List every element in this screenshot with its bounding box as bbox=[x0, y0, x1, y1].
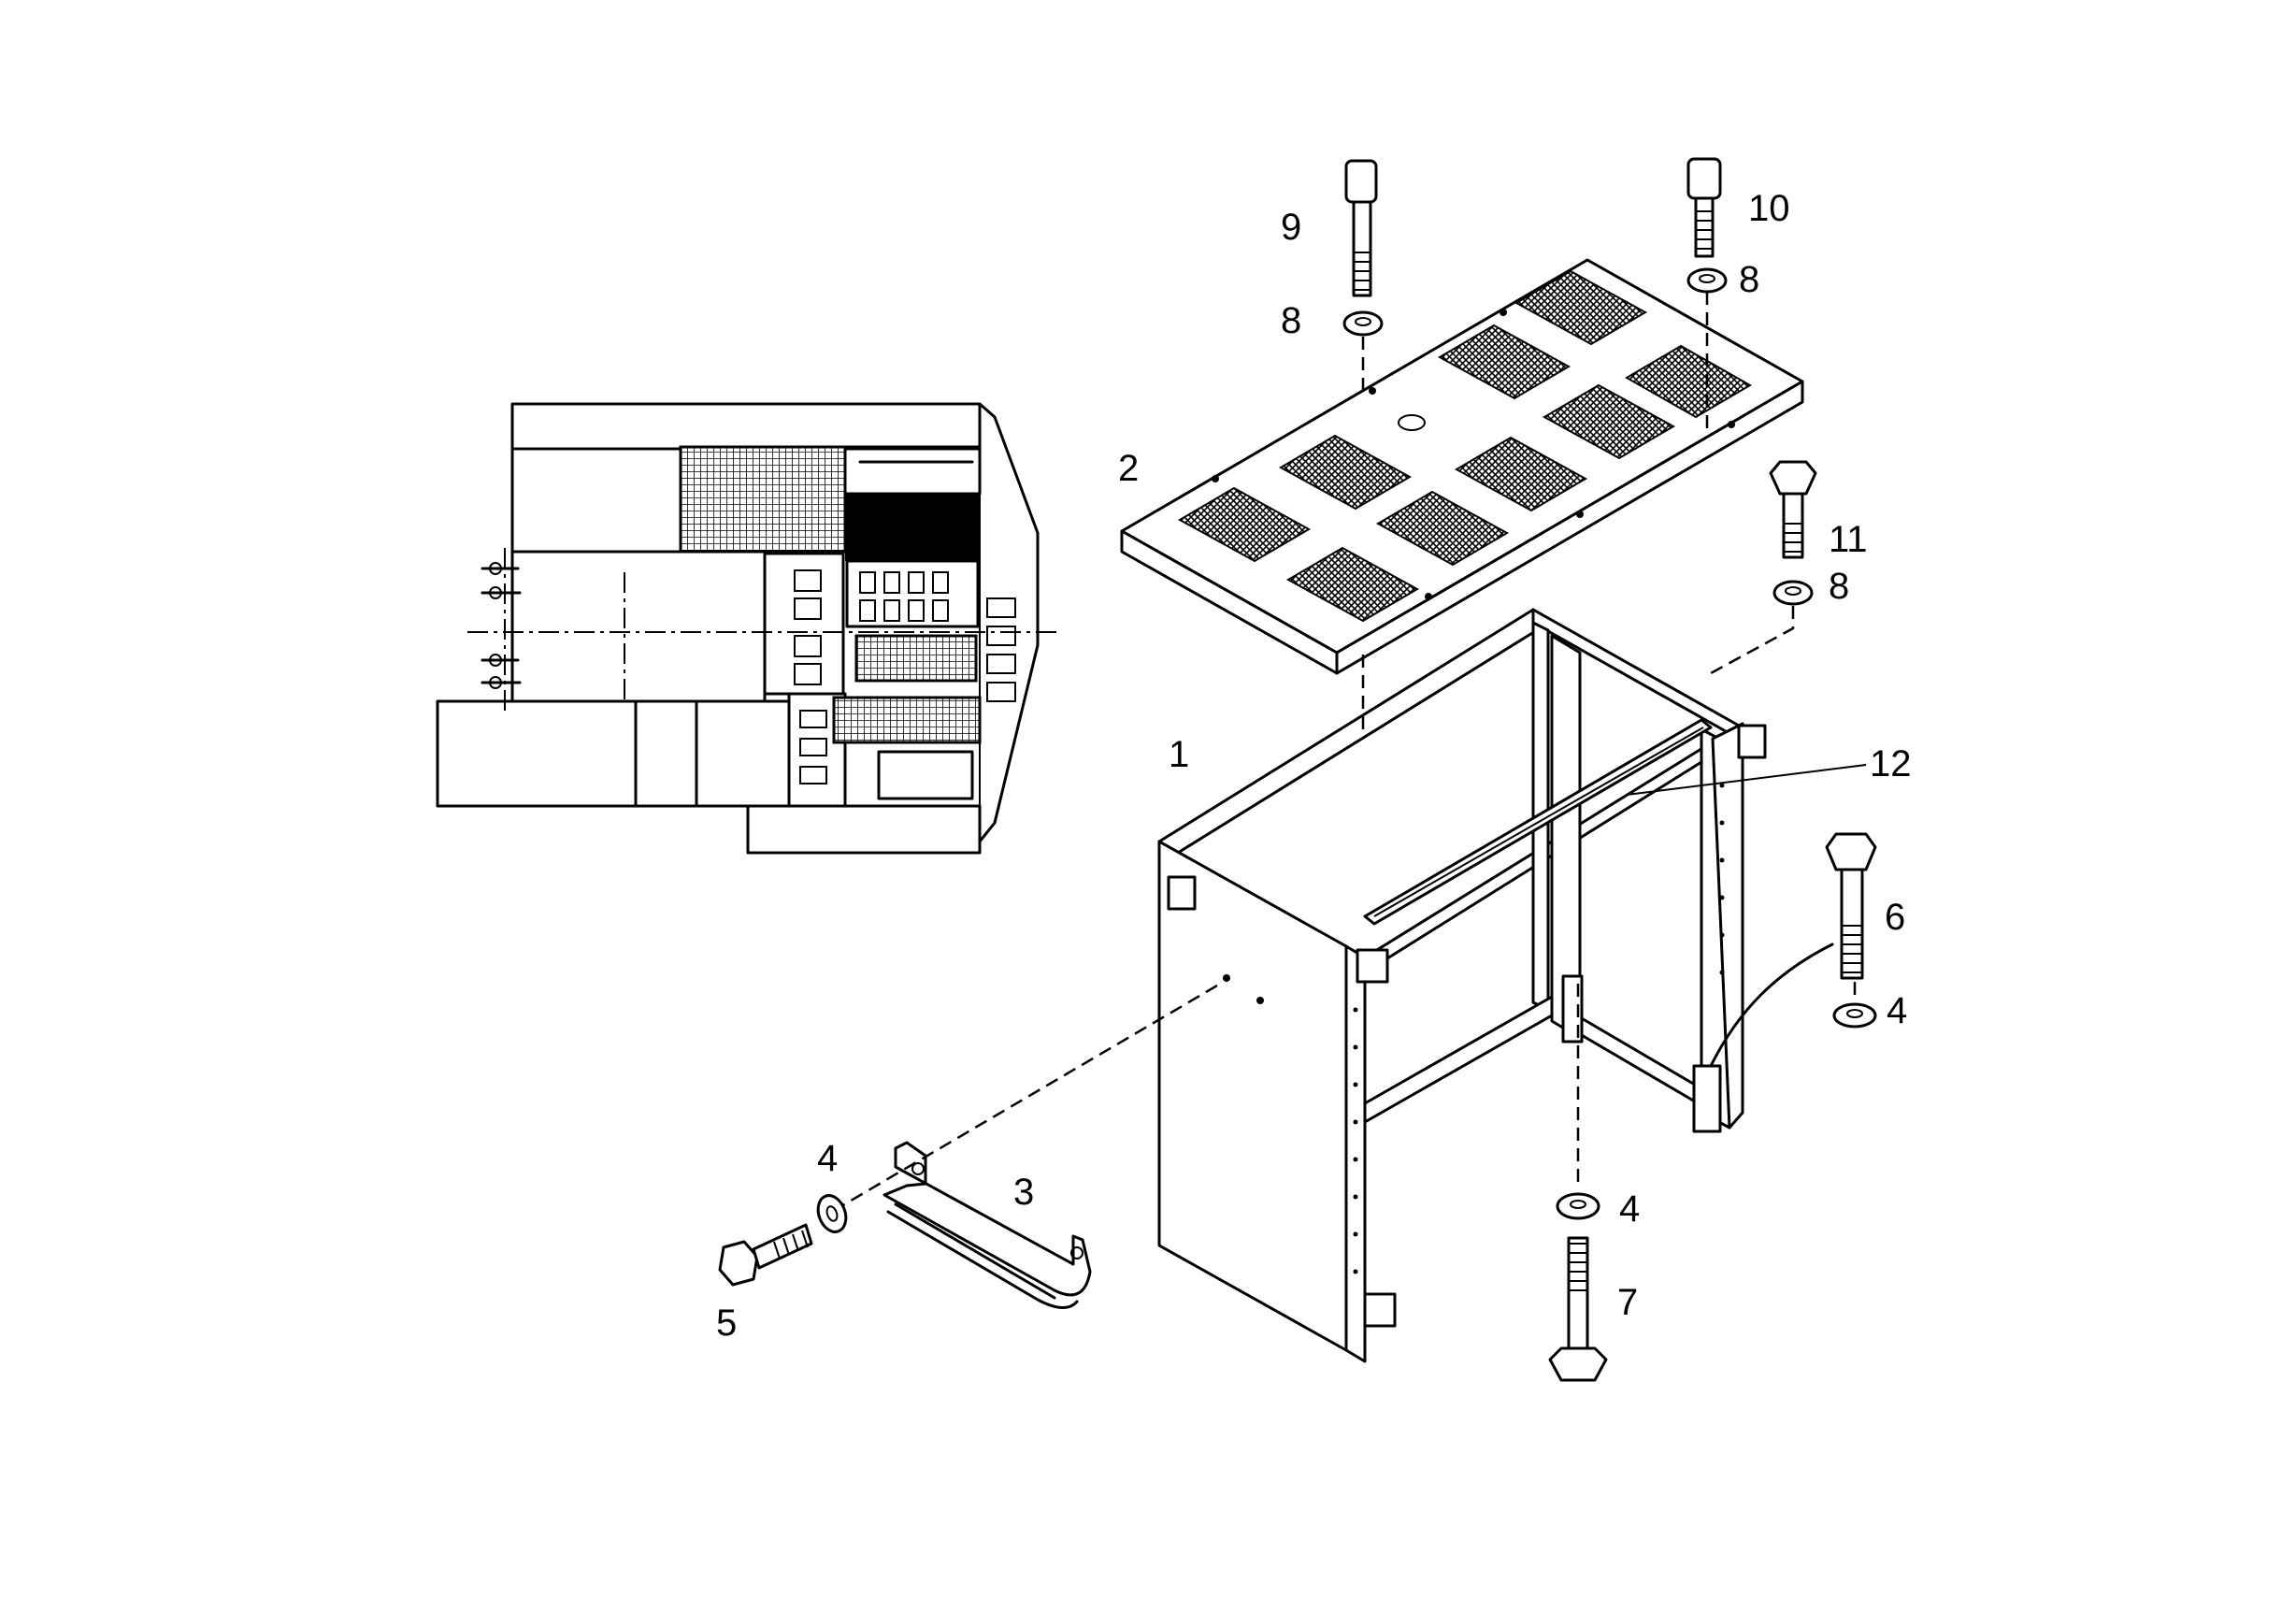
callout-4-right: 4 bbox=[1887, 990, 1907, 1031]
callout-10: 10 bbox=[1748, 188, 1790, 229]
socket-bolt-9 bbox=[1344, 159, 1378, 297]
socket-bolt-10 bbox=[1686, 157, 1722, 258]
cabinet-frame bbox=[1157, 608, 1834, 1363]
washer-8-lower bbox=[1772, 580, 1814, 606]
washer-4-right bbox=[1832, 1002, 1877, 1029]
callout-2: 2 bbox=[1118, 448, 1139, 489]
callout-4-left: 4 bbox=[817, 1138, 838, 1179]
callout-1: 1 bbox=[1169, 734, 1189, 775]
callout-7: 7 bbox=[1617, 1282, 1638, 1323]
hex-bolt-7 bbox=[1548, 1236, 1608, 1382]
callout-8-right: 8 bbox=[1739, 259, 1759, 300]
callout-11: 11 bbox=[1829, 519, 1868, 560]
washer-8-left bbox=[1342, 310, 1384, 337]
washer-4-left bbox=[816, 1194, 848, 1233]
washer-4-bottom bbox=[1556, 1192, 1600, 1220]
callout-4-bottom: 4 bbox=[1619, 1188, 1640, 1230]
callout-3: 3 bbox=[1013, 1172, 1034, 1213]
top-cover-panel bbox=[1120, 258, 1804, 675]
assembly-lines bbox=[840, 292, 1857, 1208]
overview-inset bbox=[436, 402, 1056, 855]
callout-12: 12 bbox=[1870, 743, 1912, 784]
hex-bolt-11 bbox=[1769, 460, 1817, 559]
callout-labels: 1 2 3 4 4 4 5 6 7 8 8 8 9 10 11 12 bbox=[716, 188, 1912, 1344]
hex-bolt-5 bbox=[718, 1223, 813, 1287]
callout-8-lower: 8 bbox=[1829, 566, 1849, 607]
callout-5: 5 bbox=[716, 1303, 737, 1344]
callout-8-left: 8 bbox=[1281, 300, 1301, 341]
callout-9: 9 bbox=[1281, 207, 1301, 248]
callout-6: 6 bbox=[1885, 897, 1905, 938]
leader-12 bbox=[1626, 764, 1867, 796]
washer-8-right bbox=[1686, 267, 1728, 294]
hex-bolt-6 bbox=[1825, 832, 1877, 980]
handle bbox=[883, 1141, 1092, 1309]
